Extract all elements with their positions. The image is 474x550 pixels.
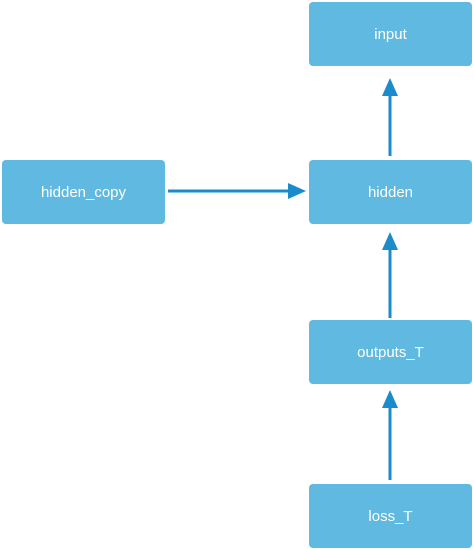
node-hidden[interactable]: hidden bbox=[309, 160, 472, 224]
edge-hidden-to-input bbox=[382, 78, 398, 156]
edge-loss-to-outputs bbox=[382, 390, 398, 480]
edge-outputs-to-hidden bbox=[382, 232, 398, 318]
arrowhead-icon bbox=[288, 183, 306, 199]
node-label: outputs_T bbox=[357, 343, 424, 361]
arrowhead-icon bbox=[382, 390, 398, 408]
node-outputs-t[interactable]: outputs_T bbox=[309, 320, 472, 384]
node-hidden-copy[interactable]: hidden_copy bbox=[2, 160, 165, 224]
node-label: hidden_copy bbox=[40, 183, 127, 201]
node-label: input bbox=[374, 25, 407, 43]
edge-hidden-copy-to-hidden bbox=[168, 183, 306, 199]
arrowhead-icon bbox=[382, 232, 398, 250]
node-label: loss_T bbox=[368, 507, 413, 525]
node-loss-t[interactable]: loss_T bbox=[309, 484, 472, 548]
arrowhead-icon bbox=[382, 78, 398, 96]
node-label: hidden bbox=[367, 183, 414, 201]
node-input[interactable]: input bbox=[309, 2, 472, 66]
